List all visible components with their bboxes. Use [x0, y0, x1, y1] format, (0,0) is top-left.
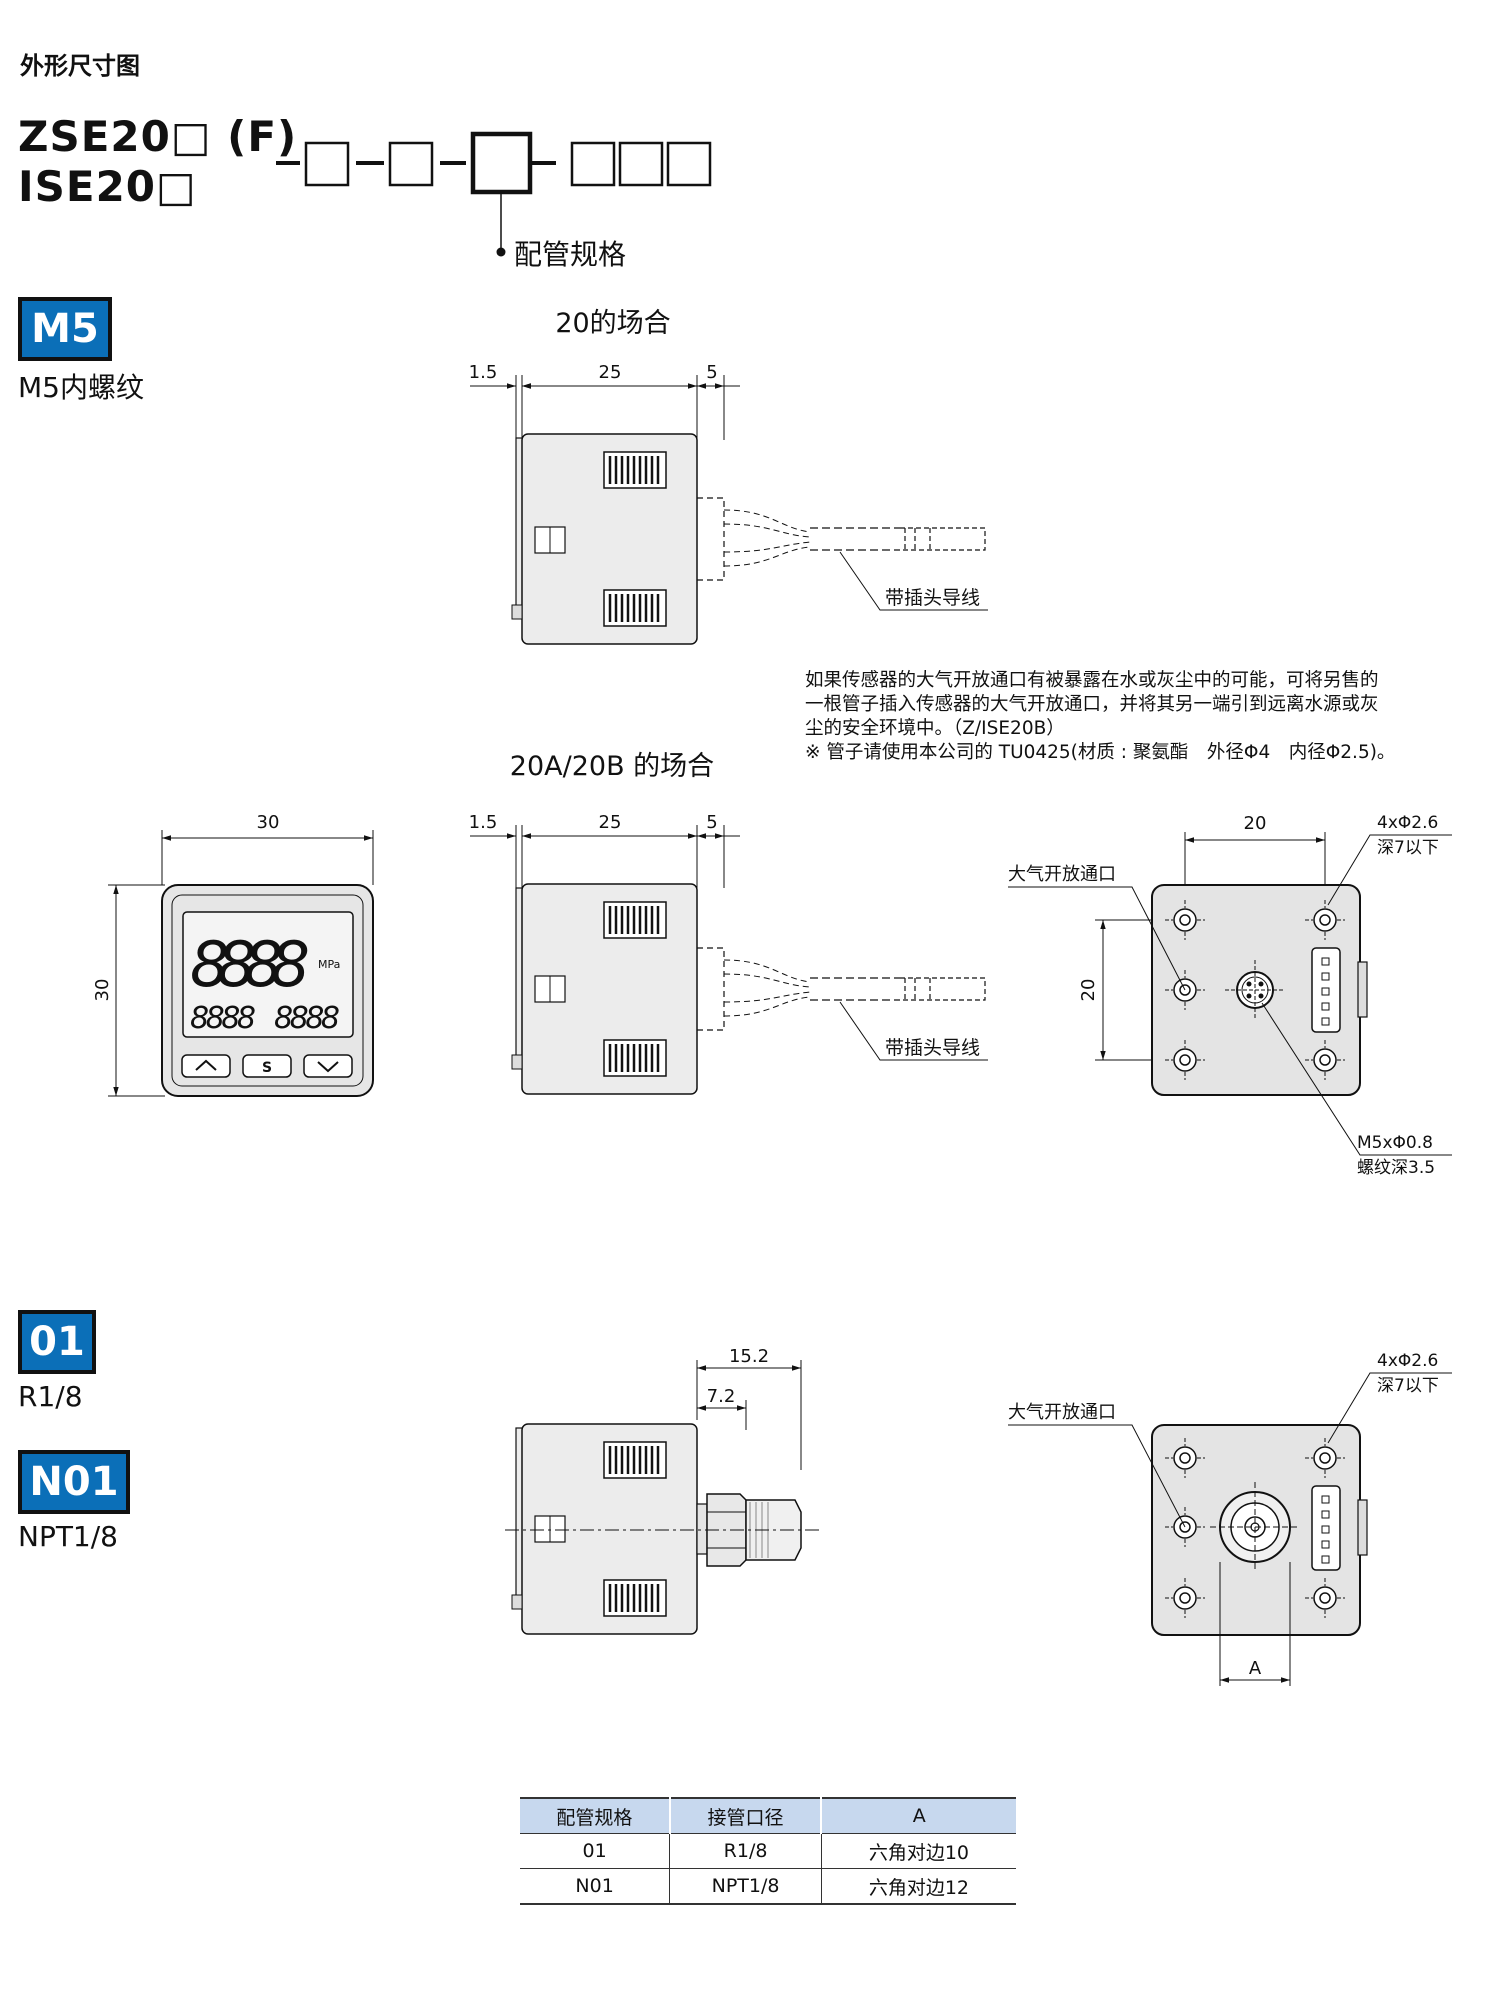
holes-label-m5-2: 深7以下 — [1377, 838, 1439, 858]
dim-A: A — [1249, 1658, 1262, 1679]
table-header-cell: 接管口径 — [669, 1798, 823, 1834]
front-view — [108, 830, 374, 1097]
display-sub-digits-2: 8888 — [274, 1001, 340, 1036]
side-view-01 — [505, 1360, 820, 1635]
badge-m5: M5 — [18, 297, 112, 361]
badge-01: 01 — [18, 1310, 96, 1374]
dim-30-width: 30 — [257, 812, 280, 833]
display-sub-digits-1: 8888 — [190, 1001, 256, 1036]
table-cell: NPT1/8 — [669, 1868, 822, 1905]
cable-label-20ab: 带插头导线 — [885, 1037, 980, 1059]
display-unit: MPa — [318, 958, 340, 971]
page-title: 外形尺寸图 — [20, 52, 140, 80]
case-20ab-title: 20A/20B 的场合 — [510, 751, 714, 782]
holes-label-m5-1: 4xΦ2.6 — [1377, 813, 1438, 833]
side-view-20ab — [470, 825, 988, 1095]
dim-30-height: 30 — [92, 979, 113, 1002]
port-spec-table: 配管规格 接管口径 A 01 R1/8 六角对边10 N01 NPT1/8 六角… — [520, 1797, 1016, 1905]
pipe-spec-label: 配管规格 — [514, 238, 626, 271]
dim-1-5-20ab: 1.5 — [469, 812, 498, 833]
thread-label-1: M5xΦ0.8 — [1357, 1133, 1433, 1153]
side-view-20 — [470, 375, 988, 645]
rear-view-m5 — [1008, 832, 1452, 1156]
table-row: 01 R1/8 六角对边10 — [520, 1833, 1016, 1869]
table-cell: 六角对边10 — [821, 1833, 1016, 1869]
table-cell: R1/8 — [669, 1833, 822, 1869]
badge-n01-desc: NPT1/8 — [18, 1520, 118, 1553]
holes-label-01-1: 4xΦ2.6 — [1377, 1351, 1438, 1371]
rear-view-01 — [1008, 1372, 1452, 1686]
table-cell: 六角对边12 — [821, 1868, 1016, 1905]
vent-label-01: 大气开放通口 — [1008, 1402, 1116, 1423]
dim-25-20ab: 25 — [599, 812, 622, 833]
dim-7-2: 7.2 — [707, 1386, 736, 1407]
button-s-label: S — [262, 1060, 272, 1076]
table-row: N01 NPT1/8 六角对边12 — [520, 1868, 1016, 1905]
note-line-4: ※ 管子请使用本公司的 TU0425(材质 : 聚氨酯 外径Φ4 内径Φ2.5)… — [805, 742, 1395, 763]
table-header-cell: A — [821, 1798, 1016, 1834]
note-line-3: 尘的安全环境中。（Z/ISE20B） — [805, 718, 1065, 739]
vent-label-m5: 大气开放通口 — [1008, 864, 1116, 885]
dim-5-20ab: 5 — [706, 812, 717, 833]
dim-5-20: 5 — [706, 362, 717, 383]
case-20-title: 20的场合 — [555, 308, 670, 339]
dim-20-height-m5: 20 — [1078, 979, 1099, 1002]
holes-label-01-2: 深7以下 — [1377, 1376, 1439, 1396]
table-header-row: 配管规格 接管口径 A — [520, 1798, 1016, 1834]
badge-m5-desc: M5内螺纹 — [18, 371, 144, 404]
model-code-ise: ISE20□ — [18, 162, 197, 211]
thread-label-2: 螺纹深3.5 — [1357, 1158, 1435, 1178]
note-line-2: 一根管子插入传感器的大气开放通口，并将其另一端引到远离水源或灰 — [805, 694, 1379, 715]
note-line-1: 如果传感器的大气开放通口有被暴露在水或灰尘中的可能，可将另售的 — [805, 670, 1379, 691]
dim-1-5-20: 1.5 — [469, 362, 498, 383]
table-cell: N01 — [520, 1868, 671, 1905]
table-cell: 01 — [520, 1833, 671, 1869]
badge-n01: N01 — [18, 1450, 130, 1514]
model-option-boxes — [276, 131, 712, 257]
cable-label-20: 带插头导线 — [885, 587, 980, 609]
display-main-digits: 8888 — [190, 928, 310, 1001]
model-code-zse: ZSE20□ (F) — [18, 112, 298, 161]
dim-15-2: 15.2 — [729, 1346, 769, 1367]
dim-20-width-m5: 20 — [1244, 813, 1267, 834]
dim-25-20: 25 — [599, 362, 622, 383]
badge-01-desc: R1/8 — [18, 1380, 83, 1413]
table-header-cell: 配管规格 — [520, 1798, 671, 1834]
